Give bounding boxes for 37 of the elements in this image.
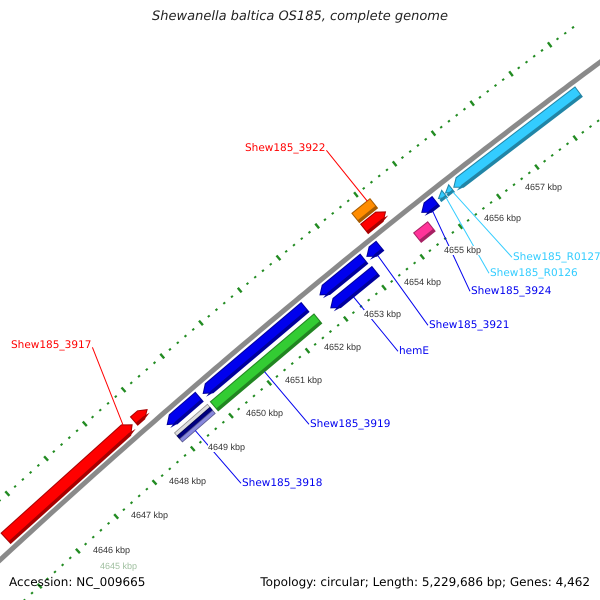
accession-text: Accession: NC_009665 <box>9 576 146 588</box>
gene-label: Shew185_R0127 <box>513 252 600 262</box>
gene-label: Shew185_3924 <box>471 286 552 296</box>
leader-line <box>446 197 490 274</box>
gene-label: Shew185_3921 <box>429 320 510 330</box>
scale-label: 4645 kbp <box>100 562 138 571</box>
gene-label: Shew185_3918 <box>242 478 322 488</box>
gene-label: Shew185_R0126 <box>490 268 578 278</box>
gene-feature <box>366 240 384 260</box>
leader-line <box>432 210 470 292</box>
genome-info-text: Topology: circular; Length: 5,229,686 bp; Genes: 4,462 <box>260 576 590 588</box>
leader-line <box>194 430 242 484</box>
scale-label: 4655 kbp <box>444 246 482 255</box>
scale-label: 4654 kbp <box>404 278 442 287</box>
gene-feature <box>351 198 378 224</box>
leader-line <box>377 254 428 326</box>
gene-feature <box>421 196 440 216</box>
gene-label: Shew185_3919 <box>310 419 390 430</box>
scale-label: 4648 kbp <box>169 477 206 486</box>
leader-line <box>264 371 310 425</box>
leader-line <box>92 346 124 426</box>
gene-label: Shew185_3922 <box>245 143 326 154</box>
gene-feature <box>330 266 380 312</box>
gene-feature <box>438 189 448 202</box>
scale-label: 4647 kbp <box>131 511 168 520</box>
scale-label: 4657 kbp <box>525 183 562 192</box>
gene-label: Shew185_3917 <box>11 340 92 350</box>
leader-line <box>353 296 398 352</box>
scale-label: 4651 kbp <box>285 376 322 385</box>
leader-line <box>326 150 368 202</box>
leader-line <box>452 192 512 258</box>
gene-feature <box>174 404 216 442</box>
map-title: Shewanella baltica OS185, complete genome <box>151 10 449 23</box>
gene-feature <box>444 184 456 197</box>
scale-label: 4656 kbp <box>484 214 522 223</box>
scale-label: 4650 kbp <box>246 409 284 418</box>
gene-label: hemE <box>399 346 429 356</box>
